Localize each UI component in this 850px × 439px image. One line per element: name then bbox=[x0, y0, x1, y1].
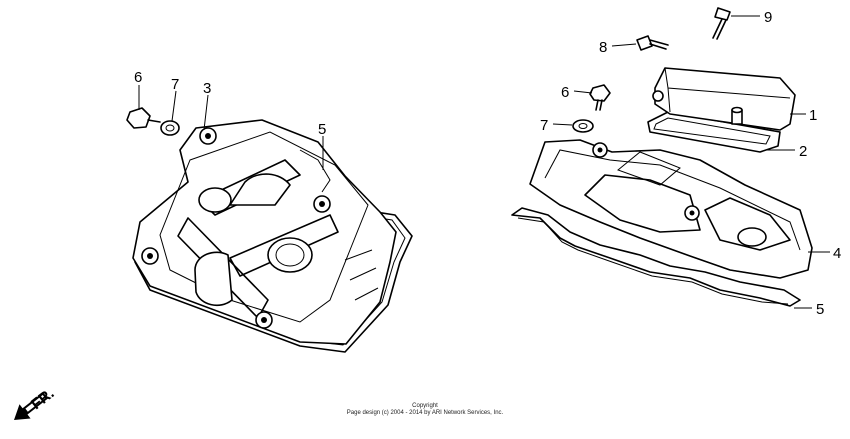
right-bolt-8 bbox=[636, 35, 669, 51]
right-gasket-5 bbox=[511, 207, 801, 307]
right-bolt-9 bbox=[712, 7, 731, 40]
left-leader-lines bbox=[138, 85, 324, 170]
right-breather-cover-1 bbox=[652, 67, 796, 131]
callout-left-6: 6 bbox=[134, 69, 142, 86]
callout-right-1: 1 bbox=[809, 107, 817, 124]
callout-left-3: 3 bbox=[203, 80, 211, 97]
copyright-line-2: Page design (c) 2004 - 2014 by ARI Netwo… bbox=[346, 410, 504, 416]
callout-right-2: 2 bbox=[799, 143, 807, 160]
right-bolt-6 bbox=[589, 84, 611, 111]
right-leader-lines bbox=[552, 15, 830, 309]
right-head-cover-4 bbox=[529, 139, 813, 279]
callout-right-9: 9 bbox=[764, 9, 772, 26]
callout-left-5: 5 bbox=[318, 121, 326, 138]
right-washer-7 bbox=[572, 119, 594, 133]
copyright-line-1: Copyright bbox=[412, 403, 438, 409]
left-head-cover bbox=[132, 119, 413, 353]
callout-right-6: 6 bbox=[561, 84, 569, 101]
callout-right-5: 5 bbox=[816, 301, 824, 318]
callout-right-4: 4 bbox=[833, 245, 841, 262]
callout-right-7: 7 bbox=[540, 117, 548, 134]
left-bolt-6 bbox=[126, 107, 161, 129]
callout-left-7: 7 bbox=[171, 76, 179, 93]
left-washer-7 bbox=[160, 120, 180, 136]
front-arrow-icon bbox=[14, 392, 48, 420]
callout-right-8: 8 bbox=[599, 39, 607, 56]
